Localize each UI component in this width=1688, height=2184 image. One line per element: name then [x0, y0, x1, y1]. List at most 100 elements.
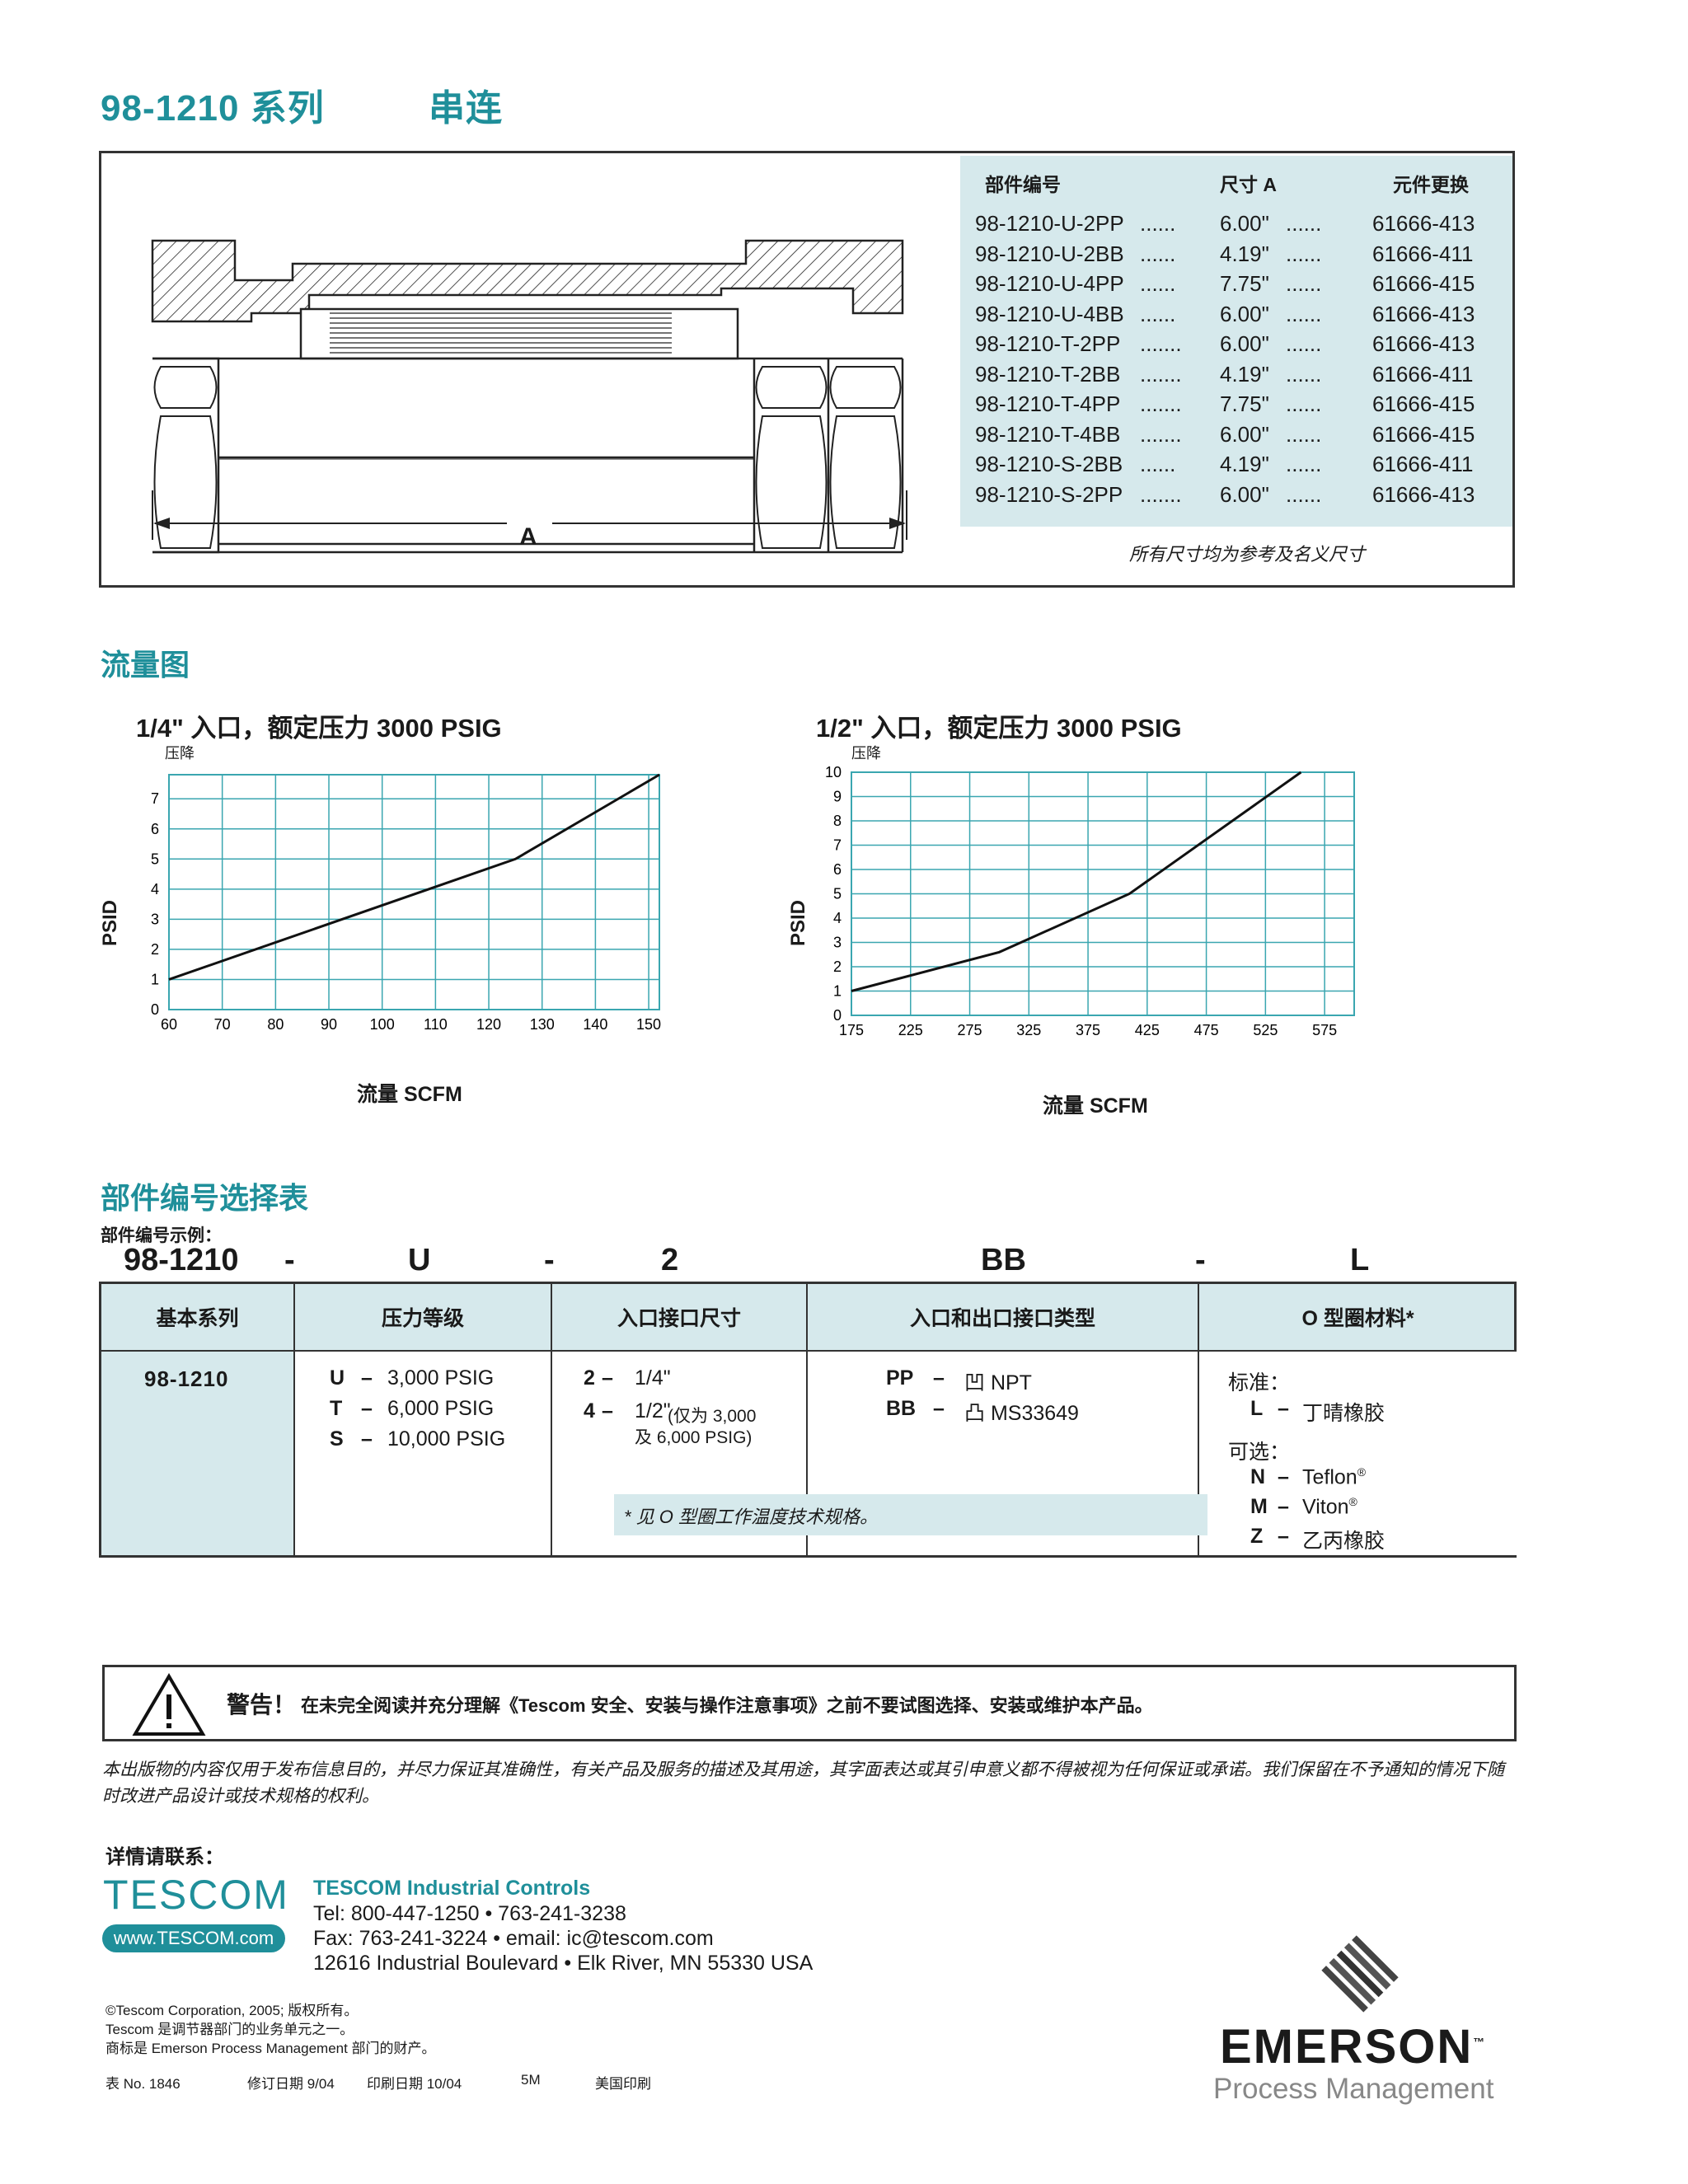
oring-m-dash: –: [1278, 1495, 1289, 1518]
element-number: 61666-413: [1372, 481, 1475, 507]
element-number: 61666-415: [1372, 421, 1475, 447]
inlet-4-dash: –: [602, 1399, 613, 1422]
size-a: 4.19": [1220, 452, 1269, 476]
warning-text: 在未完全阅读并充分理解《Tescom 安全、安装与操作注意事项》之前不要试图选择…: [301, 1695, 1153, 1716]
part-number: 98-1210-T-4PP: [975, 391, 1121, 416]
part-number: 98-1210-U-4PP: [975, 271, 1124, 296]
parts-row: 98-1210-S-2BB......4.19"......61666-411: [960, 452, 1512, 481]
col-conn: 入口和出口接口类型: [808, 1284, 1199, 1350]
oring-std-label: 标准：: [1228, 1371, 1291, 1394]
y-tick-label: 7: [833, 837, 842, 854]
emerson-brand: EMERSON™: [1220, 2020, 1487, 2074]
x-tick-label: 175: [839, 1022, 864, 1038]
x-tick-label: 325: [1016, 1022, 1041, 1038]
contact-tel: Tel: 800-447-1250 • 763-241-3238: [313, 1902, 626, 1925]
x-tick-label: 575: [1312, 1022, 1337, 1038]
leader-dots: ......: [1140, 271, 1176, 296]
part-number: 98-1210-U-2BB: [975, 241, 1124, 266]
y-tick-label: 4: [833, 910, 842, 926]
col-head-element: 元件更换: [1393, 174, 1469, 195]
size-a: 6.00": [1220, 301, 1269, 326]
chart1-title: 1/4" 入口，额定压力 3000 PSIG: [136, 714, 502, 743]
size-a: 7.75": [1220, 271, 1269, 296]
leader-dots: ......: [1286, 301, 1322, 326]
footer-line3: 商标是 Emerson Process Management 部门的财产。: [106, 2041, 436, 2056]
size-a: 4.19": [1220, 361, 1269, 387]
tescom-logo: TESCOM: [103, 1872, 289, 1918]
size-a: 6.00": [1220, 421, 1269, 447]
element-number: 61666-411: [1372, 241, 1474, 266]
parts-row: 98-1210-T-2BB.......4.19"......61666-411: [960, 362, 1512, 391]
warning-box: [102, 1665, 1517, 1741]
element-number: 61666-415: [1372, 271, 1475, 296]
element-number: 61666-413: [1372, 301, 1475, 326]
leader-dots: .......: [1140, 361, 1182, 387]
dimension-line: [152, 490, 907, 540]
chart2-title: 1/2" 入口，额定压力 3000 PSIG: [816, 714, 1182, 743]
leader-dots: ......: [1140, 301, 1176, 326]
y-tick-label: 0: [151, 1001, 159, 1018]
element-number: 61666-411: [1372, 361, 1474, 387]
col-pressure: 压力等级: [295, 1284, 552, 1350]
leader-dots: ......: [1286, 421, 1322, 447]
col-head-size: 尺寸 A: [1220, 174, 1277, 195]
plot-frame: [168, 774, 660, 1010]
leader-dots: .......: [1140, 481, 1182, 507]
y-tick-label: 1: [833, 983, 842, 1000]
oring-footnote: * 见 O 型圈工作温度技术规格。: [614, 1494, 1207, 1535]
x-tick-label: 130: [530, 1016, 555, 1033]
x-tick-label: 120: [476, 1016, 501, 1033]
pressure-s-text: 10,000 PSIG: [387, 1427, 506, 1451]
part-number: 98-1210-S-2PP: [975, 481, 1123, 507]
oring-z-code: Z: [1250, 1525, 1264, 1548]
parts-row: 98-1210-S-2PP.......6.00"......61666-413: [960, 482, 1512, 512]
conn-pp-dash: –: [933, 1366, 945, 1390]
parts-row: 98-1210-T-4BB.......6.00"......61666-415: [960, 422, 1512, 452]
y-tick-label: 8: [833, 813, 842, 829]
example-oring: L: [1350, 1243, 1370, 1277]
col-inlet: 入口接口尺寸: [552, 1284, 808, 1350]
oring-n-dash: –: [1278, 1465, 1289, 1488]
part-number: 98-1210-U-4BB: [975, 301, 1124, 326]
x-tick-label: 275: [958, 1022, 982, 1038]
leader-dots: ......: [1286, 361, 1322, 387]
chart2-ylabel: PSID: [787, 899, 809, 946]
y-tick-label: 2: [833, 958, 842, 975]
cell-oring: 标准： L – 丁晴橡胶 可选： N – Teflon® M – Viton® …: [1199, 1350, 1517, 1555]
website-link[interactable]: www.TESCOM.com: [102, 1924, 285, 1952]
y-tick-label: 4: [151, 881, 159, 898]
emerson-division: Process Management: [1213, 2073, 1494, 2105]
y-tick-label: 10: [825, 764, 842, 780]
element-number: 61666-413: [1372, 331, 1475, 356]
leader-dots: ......: [1140, 452, 1176, 476]
contact-fax[interactable]: Fax: 763-241-3224 • email: ic@tescom.com: [313, 1927, 714, 1950]
oring-z-dash: –: [1278, 1525, 1289, 1548]
leader-dots: ......: [1140, 211, 1176, 236]
parts-row: 98-1210-U-2BB......4.19"......61666-411: [960, 241, 1512, 271]
cell-pressure: U – 3,000 PSIG T – 6,000 PSIG S – 10,000…: [295, 1350, 552, 1555]
size-a: 6.00": [1220, 211, 1269, 236]
leader-dots: ......: [1286, 391, 1322, 416]
footer-revised: 修订日期 9/04: [247, 2076, 335, 2092]
element-number: 61666-415: [1372, 391, 1475, 416]
dimension-note: 所有尺寸均为参考及名义尺寸: [1129, 544, 1366, 565]
conn-pp-code: PP: [886, 1366, 914, 1390]
conn-bb-text: 凸 MS33649: [964, 1402, 1079, 1425]
x-tick-label: 475: [1194, 1022, 1219, 1038]
oring-opt-label: 可选：: [1228, 1441, 1291, 1464]
leader-dots: .......: [1140, 421, 1182, 447]
pressure-t-text: 6,000 PSIG: [387, 1397, 495, 1420]
inlet-2-text: 1/4": [635, 1366, 671, 1390]
flow-curve: [168, 773, 660, 981]
pressure-t-code: T: [330, 1397, 343, 1420]
cell-base: 98-1210: [101, 1350, 295, 1555]
leader-dots: ......: [1140, 241, 1176, 266]
inlet-4-text: 1/2": [635, 1399, 671, 1422]
chart2-unit-label: 压降: [851, 745, 881, 762]
x-tick-label: 425: [1135, 1022, 1160, 1038]
oring-z-text: 乙丙橡胶: [1302, 1530, 1386, 1553]
x-tick-label: 100: [370, 1016, 395, 1033]
inlet-4-code: 4: [584, 1399, 595, 1422]
x-tick-label: 90: [321, 1016, 337, 1033]
pressure-s-dash: –: [361, 1427, 373, 1451]
